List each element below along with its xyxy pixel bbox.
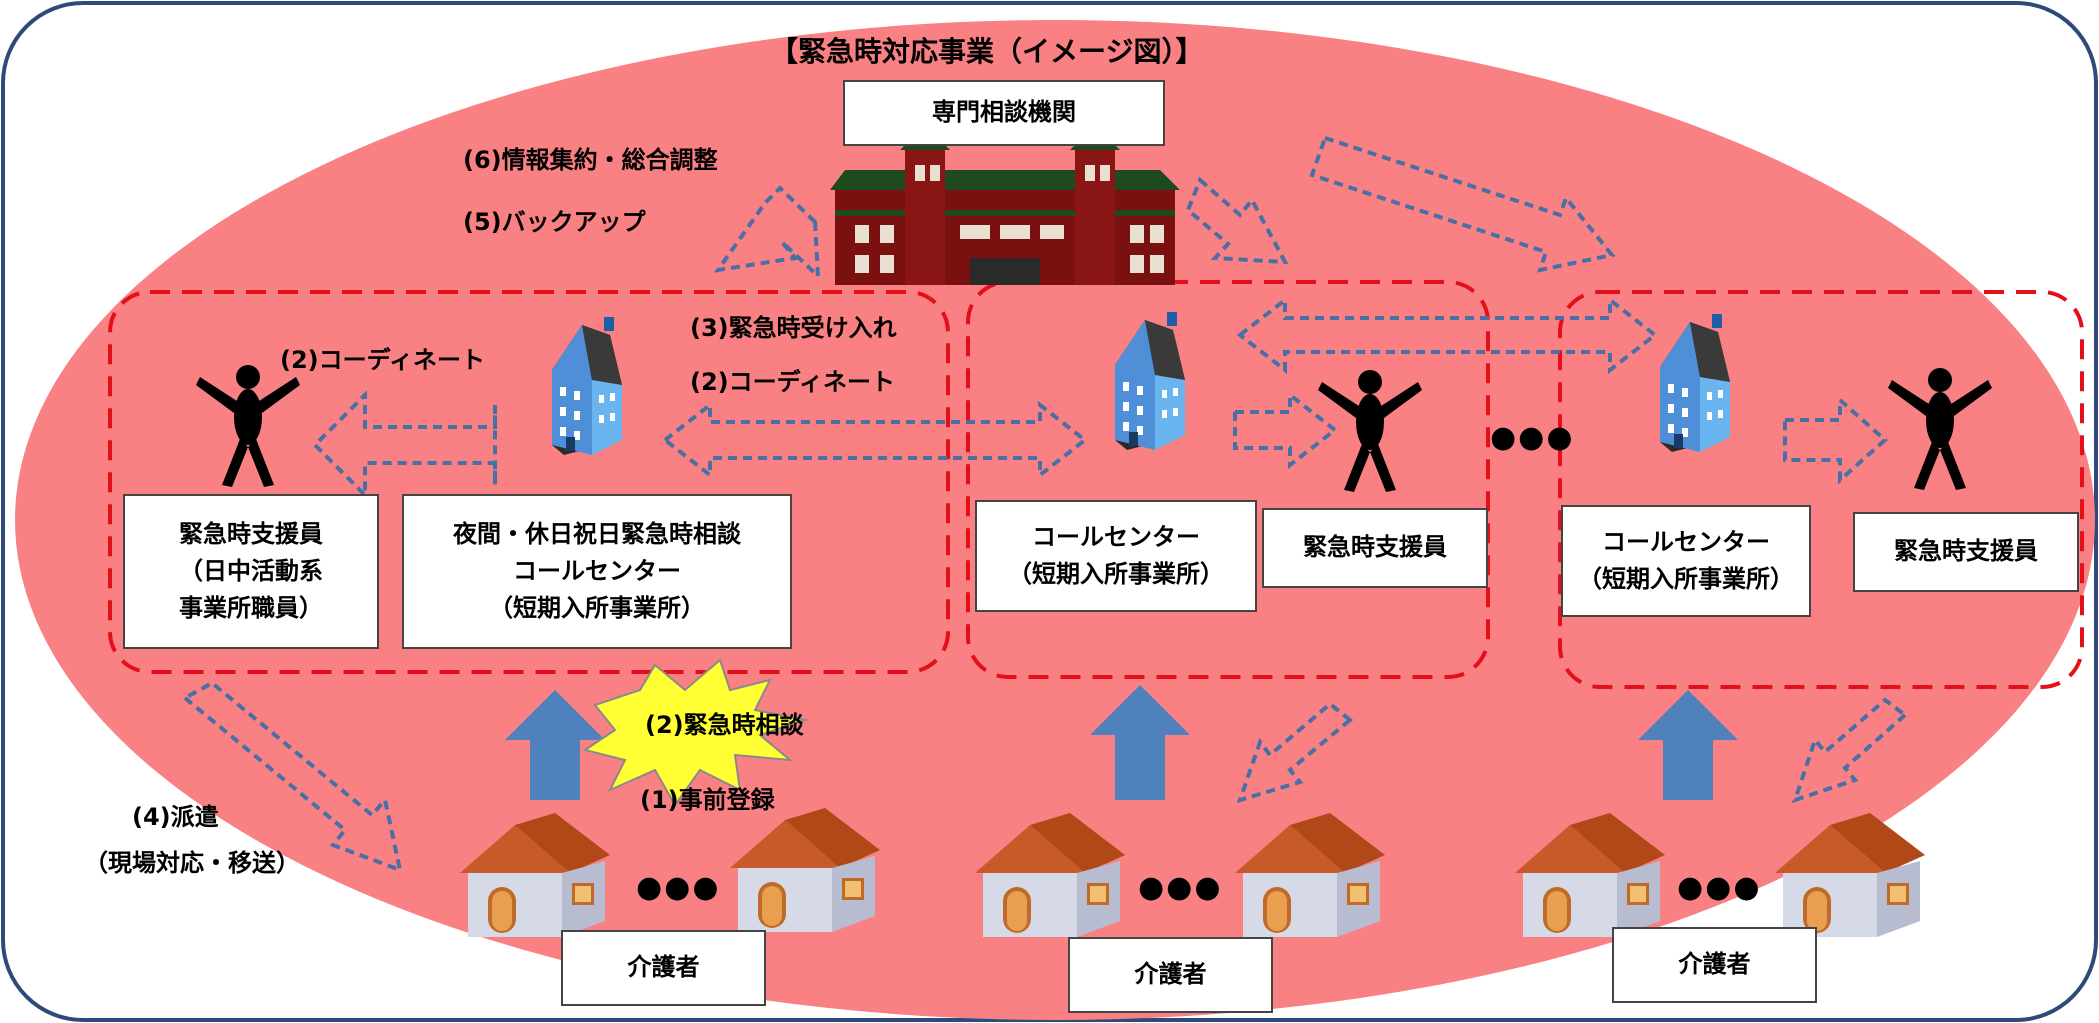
up-arrow-2 [1090,685,1190,800]
region-right [1558,290,2084,689]
caregiver-box-3: 介護者 [1612,927,1817,1003]
ellipsis-homes: ●●● [1677,870,1762,905]
region-center [966,280,1490,679]
caregiver-box-2: 介護者 [1068,937,1273,1013]
region-left [108,290,950,674]
arrow-to-caregiver-2 [1236,701,1354,804]
ellipsis-homes: ●●● [636,870,721,905]
call-center-box-2: コールセンター（短期入所事業所） [1561,505,1811,617]
label-accept: (3)緊急時受け入れ [690,314,897,342]
emergency-burst [582,658,809,807]
night-center-box: 夜間・休日祝日緊急時相談コールセンター（短期入所事業所） [402,494,792,649]
arrow-night-to-center [661,400,1089,480]
label-dispatch: (4)派遣 [132,803,219,831]
caregiver-box-1: 介護者 [561,930,766,1006]
label-backup: (5)バックアップ [463,208,646,236]
arrow-dispatch [181,680,403,874]
ellipsis-homes: ●●● [1138,870,1223,905]
label-emergency-consult: (2)緊急時相談 [645,711,804,739]
arrow-to-caregiver-3 [1791,697,1909,804]
arrow-facility-right [1185,176,1289,265]
specialized-agency-box: 専門相談機関 [843,80,1165,146]
up-arrow-3 [1638,690,1738,800]
arrow-right-to-supporter [1783,395,1889,485]
label-coord-left: (2)コーディネート [280,346,485,374]
supporter-box-1: 緊急時支援員 [1262,508,1488,588]
arrow-backup-left [713,185,821,281]
facility-building [830,125,1180,285]
label-coord-center: (2)コーディネート [690,368,895,396]
supporter-box-2: 緊急時支援員 [1853,512,2079,592]
label-info-gather: (6)情報集約・総合調整 [463,146,718,174]
arrow-center-to-supporter [1233,390,1339,470]
up-arrow-1 [505,690,605,800]
label-registration: (1)事前登録 [640,786,775,814]
arrow-to-supporter-day [312,390,497,500]
supporter-day-box: 緊急時支援員（日中活動系事業所職員） [123,494,379,649]
call-center-box-1: コールセンター（短期入所事業所） [975,500,1257,612]
arrow-facility-to-right [1309,135,1616,273]
label-dispatch-detail: （現場対応・移送） [84,849,300,877]
diagram-title: 【緊急時対応事業（イメージ図）】 [770,35,1204,68]
ellipsis-regions: ●●● [1490,420,1575,455]
